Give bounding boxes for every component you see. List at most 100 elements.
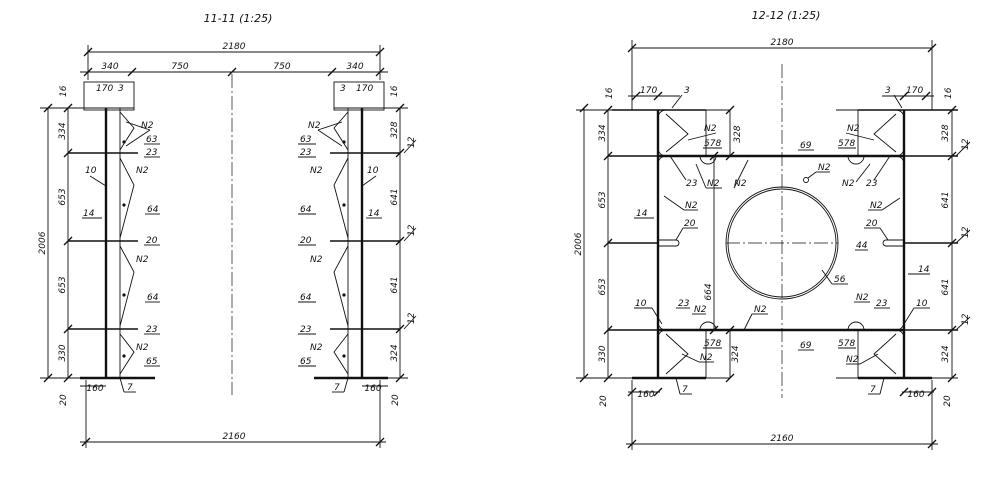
left-dims: 334 653 653 330 2006 20 160 xyxy=(574,103,663,407)
right-wall xyxy=(314,107,400,380)
svg-text:20: 20 xyxy=(684,219,696,229)
svg-text:12: 12 xyxy=(961,226,971,238)
svg-text:10: 10 xyxy=(916,299,928,309)
svg-text:750: 750 xyxy=(273,62,290,72)
svg-text:20: 20 xyxy=(300,236,312,246)
svg-text:334: 334 xyxy=(598,124,608,141)
right-callouts: N2 63 23 N2 10 64 14 20 N2 64 23 N2 65 7 xyxy=(298,121,382,393)
left-bracing xyxy=(119,111,135,375)
lower-callouts: 10 23 N2 578 N2 N2 69 N2 23 10 578 xyxy=(634,293,930,395)
svg-text:12: 12 xyxy=(961,138,971,150)
svg-text:23: 23 xyxy=(866,179,878,189)
section-title: 12-12 (1:25) xyxy=(752,9,821,22)
svg-text:20: 20 xyxy=(599,395,609,407)
svg-text:44: 44 xyxy=(856,241,868,251)
svg-text:12: 12 xyxy=(407,136,417,148)
svg-text:2006: 2006 xyxy=(38,231,48,254)
section-11-11: 11-11 (1:25) 2180 340 750 750 340 170 xyxy=(38,12,417,448)
svg-text:N2: N2 xyxy=(308,121,321,131)
svg-text:64: 64 xyxy=(147,293,159,303)
svg-text:56: 56 xyxy=(834,275,846,285)
svg-text:65: 65 xyxy=(300,357,312,367)
svg-text:N2: N2 xyxy=(310,343,323,353)
svg-text:12: 12 xyxy=(407,224,417,236)
svg-text:10: 10 xyxy=(85,166,97,176)
svg-text:23: 23 xyxy=(146,325,158,335)
svg-text:7: 7 xyxy=(127,383,133,393)
svg-text:641: 641 xyxy=(390,276,400,293)
svg-text:N2: N2 xyxy=(136,255,149,265)
left-dims: 334 653 653 330 2006 20 160 xyxy=(38,103,106,406)
svg-text:16: 16 xyxy=(944,87,954,99)
svg-text:10: 10 xyxy=(367,166,379,176)
svg-text:7: 7 xyxy=(870,385,876,395)
svg-text:16: 16 xyxy=(605,87,615,99)
svg-text:N2: N2 xyxy=(870,201,883,211)
svg-text:20: 20 xyxy=(943,395,953,407)
svg-text:328: 328 xyxy=(733,125,743,142)
svg-text:14: 14 xyxy=(918,265,930,275)
svg-text:N2: N2 xyxy=(136,343,149,353)
svg-text:64: 64 xyxy=(300,205,312,215)
left-callouts: N2 63 23 10 N2 64 14 20 N2 64 23 N2 65 7 xyxy=(82,121,160,393)
svg-text:2180: 2180 xyxy=(223,42,246,52)
svg-text:23: 23 xyxy=(300,325,312,335)
svg-text:653: 653 xyxy=(58,188,68,205)
svg-text:N2: N2 xyxy=(685,201,698,211)
svg-text:3: 3 xyxy=(684,86,690,96)
dim-bottom-width: 2160 xyxy=(626,380,938,450)
svg-text:578: 578 xyxy=(704,139,721,149)
svg-text:340: 340 xyxy=(101,62,118,72)
svg-text:641: 641 xyxy=(941,191,951,208)
svg-text:69: 69 xyxy=(800,341,812,351)
svg-text:3: 3 xyxy=(340,84,346,94)
svg-text:N2: N2 xyxy=(704,124,717,134)
corner-cutouts xyxy=(657,109,905,339)
svg-text:653: 653 xyxy=(598,191,608,208)
svg-text:23: 23 xyxy=(678,299,690,309)
svg-text:N2: N2 xyxy=(754,305,767,315)
corner-bracing xyxy=(665,113,897,375)
svg-text:14: 14 xyxy=(83,209,95,219)
svg-text:23: 23 xyxy=(300,148,312,158)
svg-text:N2: N2 xyxy=(707,179,720,189)
svg-text:64: 64 xyxy=(147,205,159,215)
svg-text:578: 578 xyxy=(704,339,721,349)
svg-text:63: 63 xyxy=(300,135,312,145)
svg-text:7: 7 xyxy=(334,383,340,393)
svg-text:N2: N2 xyxy=(700,353,713,363)
svg-text:324: 324 xyxy=(941,345,951,362)
top-flange-caps: 170 170 3 3 16 16 xyxy=(59,81,400,111)
svg-text:14: 14 xyxy=(636,209,648,219)
svg-text:2180: 2180 xyxy=(771,38,794,48)
svg-text:160: 160 xyxy=(86,384,103,394)
svg-text:3: 3 xyxy=(885,86,891,96)
svg-text:N2: N2 xyxy=(694,305,707,315)
dim-top-small: 170 170 16 16 3 3 xyxy=(605,86,954,109)
svg-text:64: 64 xyxy=(300,293,312,303)
svg-text:12: 12 xyxy=(961,313,971,325)
upper-callouts: N2 578 69 23 N2 N2 N2 N2 578 N2 23 N2 xyxy=(634,124,930,275)
svg-text:2006: 2006 xyxy=(574,232,584,255)
svg-text:578: 578 xyxy=(838,139,855,149)
svg-text:20: 20 xyxy=(59,394,69,406)
svg-text:340: 340 xyxy=(346,62,363,72)
svg-text:N2: N2 xyxy=(856,293,869,303)
svg-text:16: 16 xyxy=(59,85,69,97)
svg-text:324: 324 xyxy=(390,344,400,361)
svg-text:330: 330 xyxy=(58,344,68,361)
svg-text:578: 578 xyxy=(838,339,855,349)
dim-partial-widths: 340 750 750 340 xyxy=(80,62,388,77)
svg-text:16: 16 xyxy=(390,85,400,97)
svg-text:N2: N2 xyxy=(846,355,859,365)
svg-text:160: 160 xyxy=(364,384,381,394)
svg-text:170: 170 xyxy=(640,86,657,96)
svg-text:653: 653 xyxy=(58,276,68,293)
svg-text:664: 664 xyxy=(704,283,714,300)
svg-text:330: 330 xyxy=(598,345,608,362)
svg-text:N2: N2 xyxy=(141,121,154,131)
svg-text:23: 23 xyxy=(686,179,698,189)
svg-text:N2: N2 xyxy=(818,163,831,173)
section-title: 11-11 (1:25) xyxy=(204,12,273,25)
